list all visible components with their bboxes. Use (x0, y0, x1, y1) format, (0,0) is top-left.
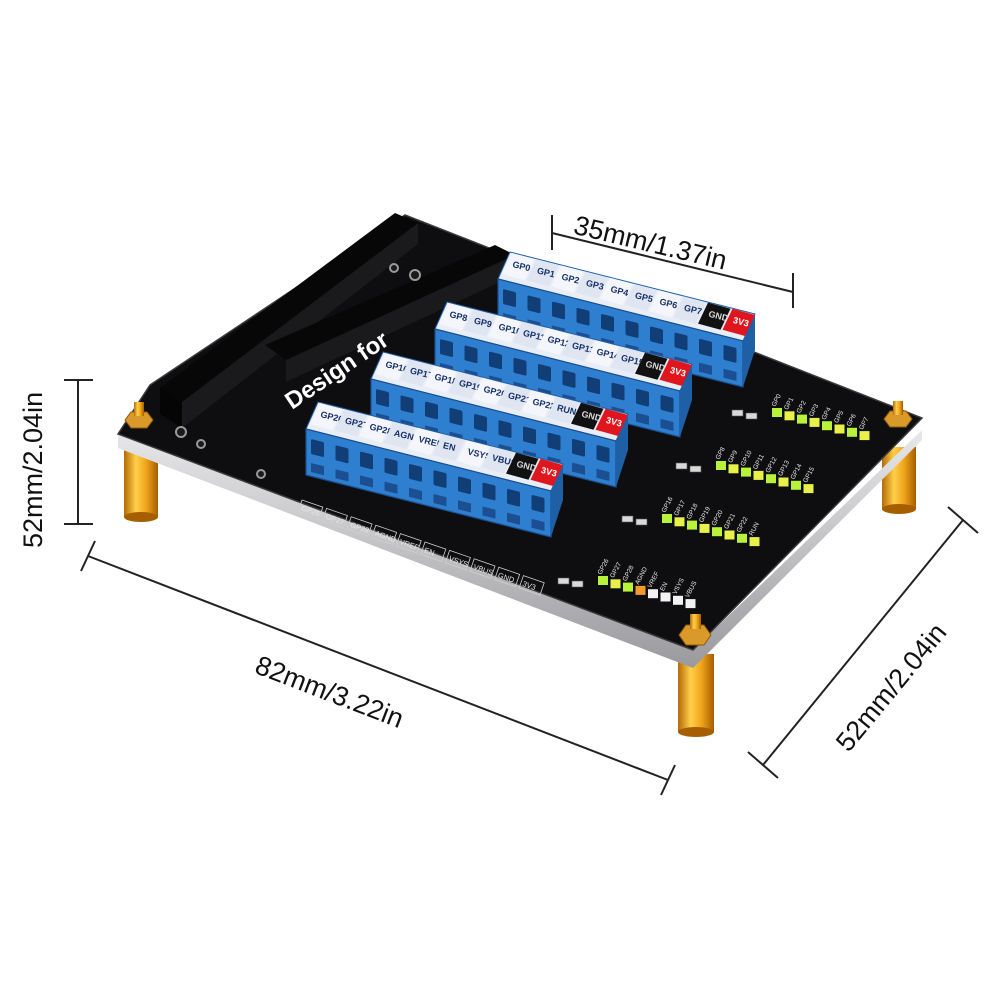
led-indicator (778, 477, 789, 487)
led-indicator (648, 589, 658, 599)
led-indicator (797, 414, 807, 424)
dimension-lines (64, 215, 979, 796)
led-indicator (834, 424, 845, 434)
led-indicator (753, 470, 764, 480)
standoff-left (124, 445, 158, 522)
terminal-label: GND (516, 459, 538, 474)
led-indicator (699, 523, 710, 533)
terminal-label: GND (645, 359, 667, 374)
nut-front (678, 614, 712, 646)
led-indicator (772, 408, 782, 417)
led-indicator (741, 467, 751, 477)
led-indicator (673, 595, 683, 605)
led-indicator (847, 427, 857, 437)
terminal-label: 3V3 (669, 365, 687, 379)
led-indicator (687, 520, 697, 530)
led-indicator (822, 421, 832, 431)
led-indicator (803, 484, 814, 494)
led-indicator (712, 527, 722, 537)
standoff-front (678, 654, 714, 737)
terminal-label: GP8 (449, 309, 469, 323)
terminal-label: GP9 (473, 315, 493, 329)
led-indicator (728, 464, 739, 474)
terminal-label: GP3 (585, 278, 605, 292)
nuts (124, 401, 913, 646)
led-indicator (724, 530, 735, 540)
led-indicator (685, 599, 696, 609)
terminal-label: GP6 (659, 296, 679, 310)
terminal-label: GND (708, 309, 730, 324)
terminal-label: GP1 (536, 265, 556, 279)
terminal-label: EN (442, 440, 457, 453)
led-indicator (598, 576, 608, 585)
led-indicator (610, 579, 621, 589)
nut-left (124, 402, 154, 429)
led-indicator (623, 582, 633, 592)
terminal-label: RUN (556, 403, 577, 417)
led-indicator (635, 585, 646, 595)
led-indicator (784, 411, 795, 421)
terminal-label: GP4 (610, 284, 630, 298)
terminal-label: GP0 (512, 259, 532, 273)
terminal-label: GND (581, 409, 603, 424)
terminal-label: GP7 (683, 303, 703, 317)
led-indicator (766, 474, 776, 484)
edge-label: 3V3 (521, 579, 537, 592)
female-header (160, 213, 515, 428)
led-indicator (791, 480, 801, 490)
mounting-holes (175, 263, 421, 479)
terminal-label: 3V3 (732, 315, 750, 329)
led-indicator (749, 537, 760, 547)
led-indicator (716, 461, 726, 470)
terminal-label: 3V3 (540, 465, 558, 479)
nut-right (883, 401, 913, 428)
led-indicator (660, 592, 671, 602)
terminal-label: GP5 (634, 290, 654, 304)
led-indicator (737, 533, 747, 543)
edge-label: EN (423, 545, 436, 557)
led-indicator (674, 517, 685, 527)
terminal-label: GP2 (561, 272, 581, 286)
led-indicator (809, 417, 820, 427)
led-label: EN (659, 581, 670, 593)
led-indicator (859, 431, 870, 441)
dimension-left-height: 52mm/2.04in (18, 391, 48, 548)
terminal-label: 3V3 (605, 415, 623, 429)
led-indicator (662, 514, 672, 523)
